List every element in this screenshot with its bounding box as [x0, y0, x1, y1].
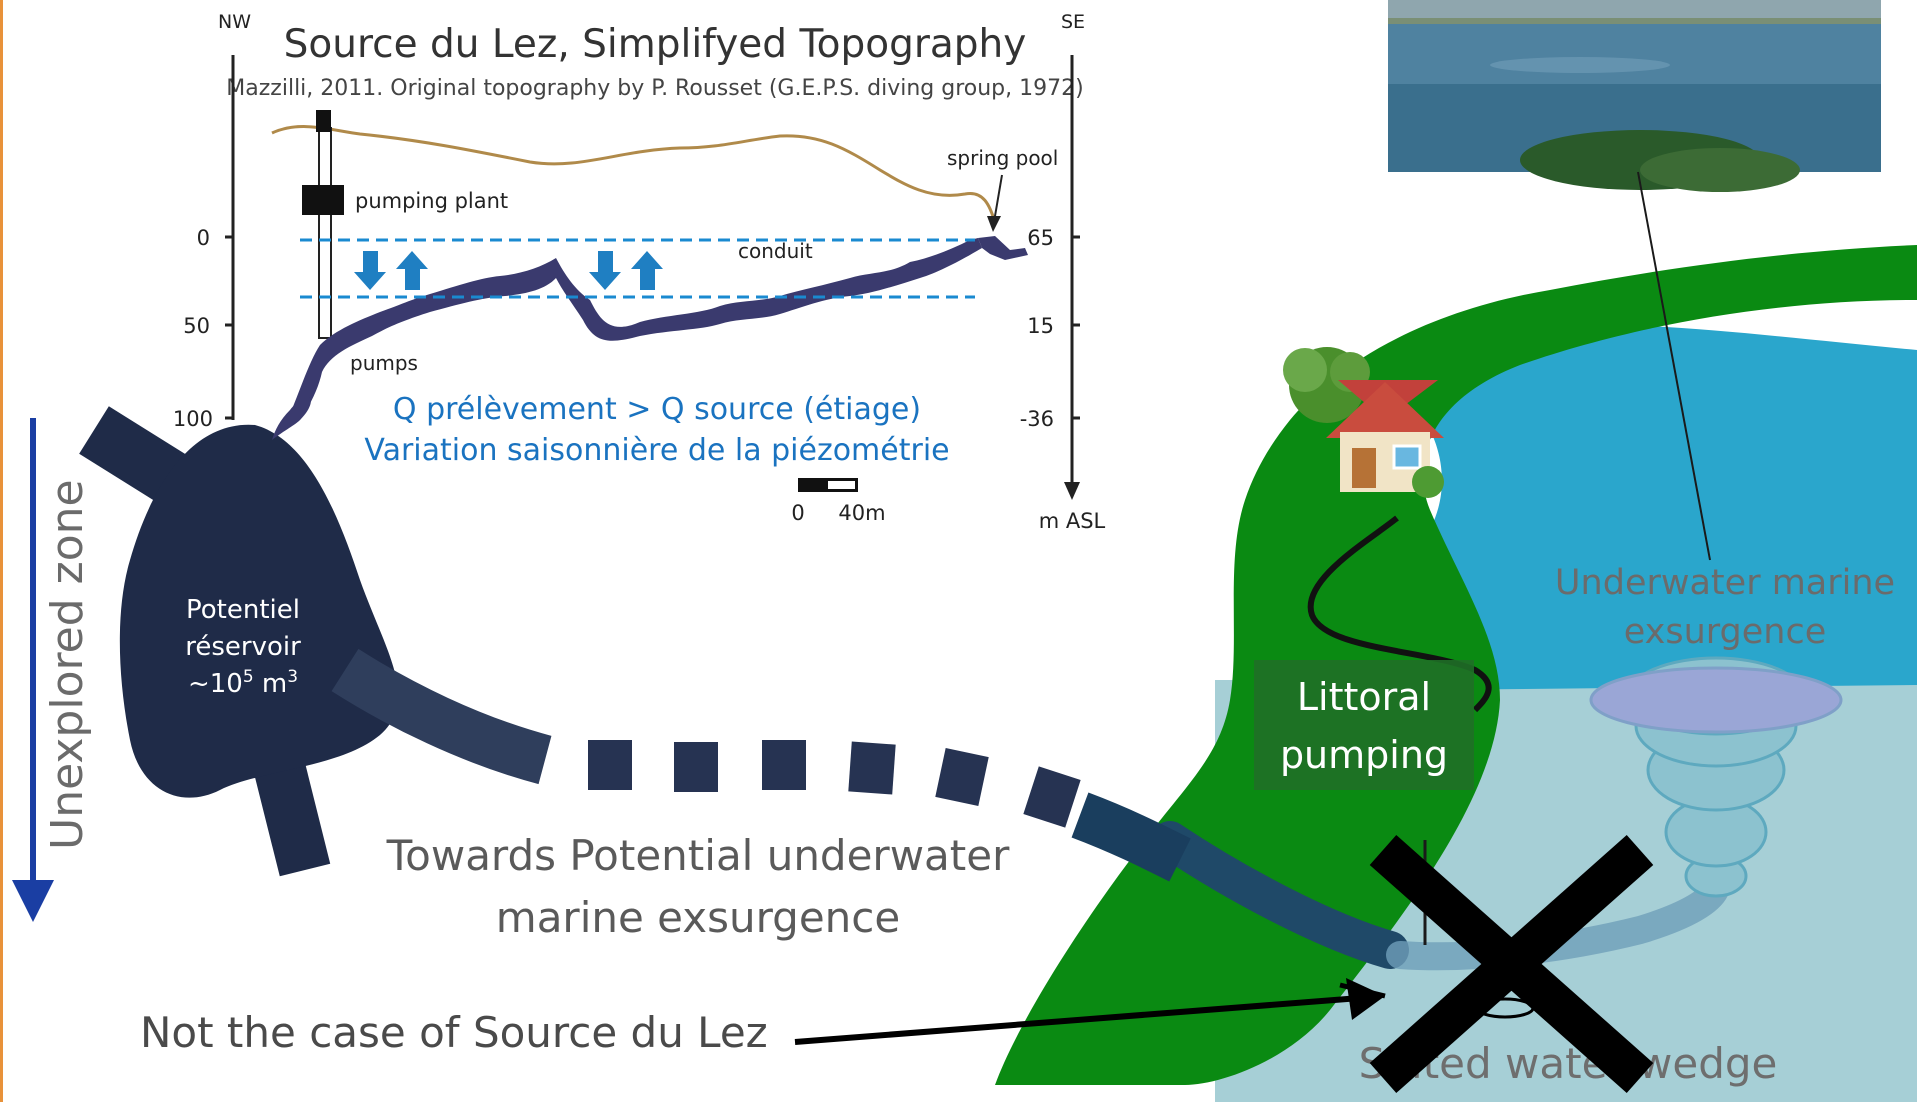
unexplored-arrow-head: [12, 880, 54, 922]
littoral-pumping-box: [1254, 660, 1474, 790]
reservoir-label-line2: réservoir: [185, 632, 301, 662]
seasonal-note: Variation saisonnière de la piézométrie: [364, 433, 949, 468]
scale-bar-start: 0: [791, 501, 804, 525]
scale-bar: [798, 478, 858, 492]
well-head: [316, 110, 331, 132]
littoral-label-line1: Littoral: [1297, 675, 1431, 719]
topography-figure: NW SE Source du Lez, Simplifyed Topograp…: [173, 11, 1106, 533]
pumping-plant-label: pumping plant: [355, 189, 508, 213]
towards-label-line1: Towards Potential underwater: [386, 831, 1010, 880]
photo-pointer-line: [1637, 171, 1711, 561]
conduit-label: conduit: [738, 239, 813, 263]
left-accent-bar: [0, 0, 3, 1102]
reservoir-label-line3: ~105 m3: [188, 667, 298, 699]
pumps-label: pumps: [350, 351, 418, 375]
towards-label-line2: marine exsurgence: [496, 893, 900, 942]
exsurgence-funnel: [1589, 656, 1843, 898]
nw-label: NW: [218, 11, 251, 33]
left-tick-0: 0: [197, 226, 210, 250]
unexplored-zone-label: Unexplored zone: [42, 479, 93, 850]
ground-surface-line: [271, 125, 997, 223]
conduit-under-land: [1151, 821, 1409, 969]
left-tick-100: 100: [173, 407, 213, 431]
topography-credit: Mazzilli, 2011. Original topography by P…: [226, 76, 1083, 101]
piezometry-arrows: [354, 251, 663, 290]
topography-title: Source du Lez, Simplifyed Topography: [284, 22, 1027, 67]
right-tick-65: 65: [1027, 226, 1054, 250]
reservoir-body: [119, 424, 399, 798]
spring-pool-label: spring pool: [947, 146, 1058, 170]
house-icon: [1283, 347, 1444, 498]
pumping-plant-block: [302, 185, 344, 215]
conduit-solid-segment: [331, 648, 552, 785]
littoral-label-line2: pumping: [1280, 733, 1448, 777]
right-tick-15: 15: [1027, 314, 1054, 338]
sea-area: [1397, 324, 1917, 690]
not-the-case-arrow-shaft: [794, 995, 1361, 1045]
conduit-into-land: [1071, 792, 1191, 882]
sea-photo: [1388, 0, 1881, 192]
se-label: SE: [1061, 11, 1085, 33]
right-tick-minus36: -36: [1020, 407, 1054, 431]
spring-pool-pointer: [993, 174, 1003, 223]
extraction-note: Q prélèvement > Q source (étiage): [393, 392, 921, 427]
cross-mark: [1369, 835, 1654, 1093]
marine-exsurgence-line2: exsurgence: [1624, 612, 1827, 652]
littoral-pump-pipe: [1307, 515, 1492, 713]
scale-bar-end: 40m: [838, 501, 885, 525]
right-axis-unit: m ASL: [1039, 509, 1106, 533]
left-tick-50: 50: [183, 314, 210, 338]
conduit-dashed-segments: [588, 740, 1081, 828]
cave-conduit-profile: [290, 238, 982, 420]
well-pipe: [318, 127, 332, 339]
not-the-case-label: Not the case of Source du Lez: [140, 1008, 768, 1057]
reservoir-label-line1: Potentiel: [186, 595, 300, 625]
marine-exsurgence-line1: Underwater marine: [1555, 563, 1895, 603]
